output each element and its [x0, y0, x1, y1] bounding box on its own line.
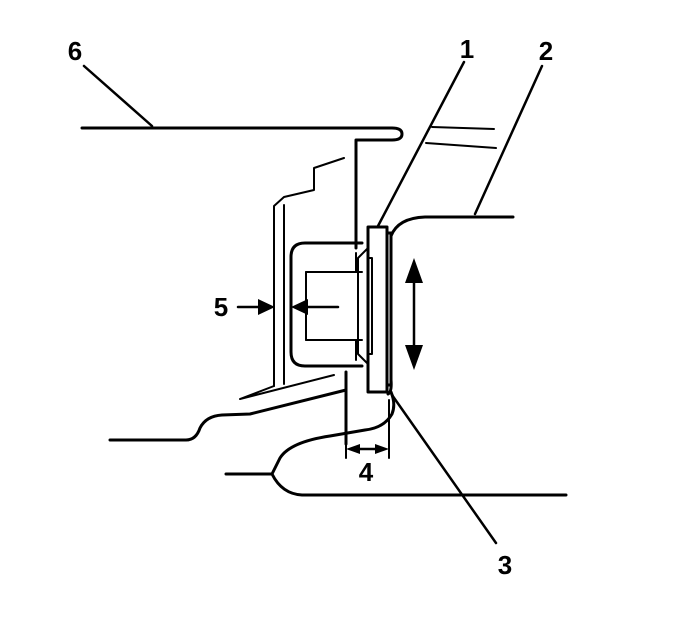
callout-3: 3 — [498, 550, 512, 580]
dimension-5 — [236, 299, 340, 315]
callout-labels: 6 1 2 5 4 3 — [68, 34, 553, 580]
callout-1: 1 — [460, 34, 474, 64]
background-lines — [425, 126, 497, 149]
callout-6: 6 — [68, 36, 82, 66]
motion-arrow — [405, 258, 423, 370]
callout-2: 2 — [539, 36, 553, 66]
right-panel — [386, 215, 515, 396]
lower-trim — [108, 370, 568, 497]
retainer-flange — [357, 225, 393, 394]
leader-lines — [82, 60, 544, 545]
stepped-bracket — [239, 157, 345, 400]
upper-panel — [80, 126, 404, 250]
callout-4: 4 — [359, 457, 374, 487]
callout-5: 5 — [214, 292, 228, 322]
dimension-4 — [345, 399, 390, 459]
